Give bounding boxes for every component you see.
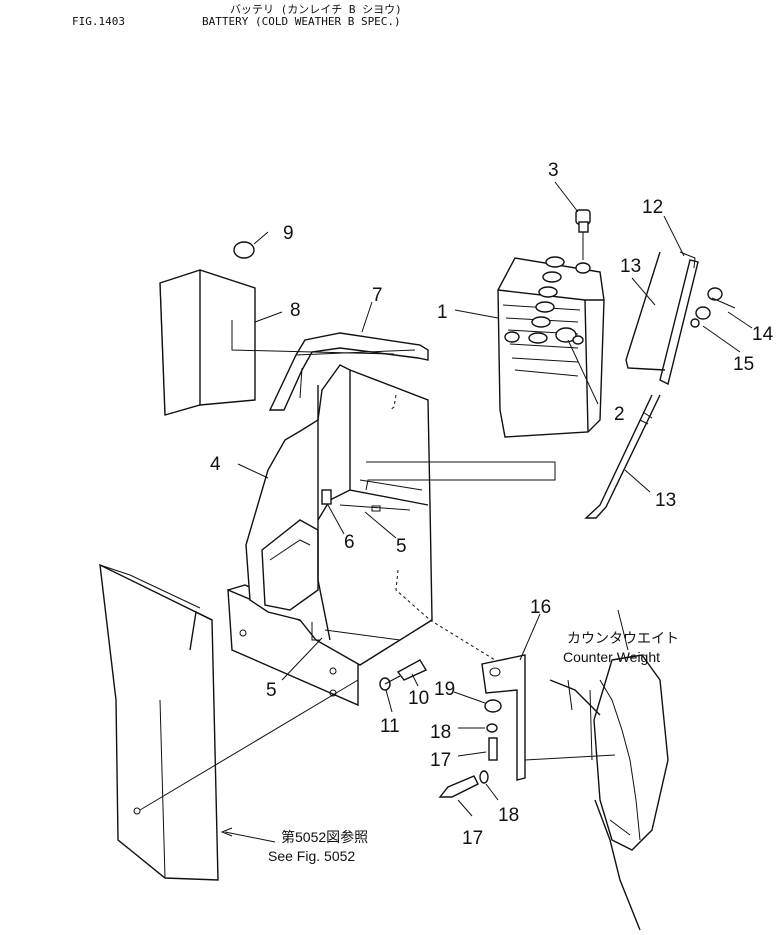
cap-part <box>233 241 255 259</box>
terminal-cap <box>575 209 591 260</box>
counterweight-label-en: Counter Weight <box>563 649 660 665</box>
terminal-clamp <box>555 327 584 345</box>
callout-5-lower: 5 <box>266 680 277 701</box>
callout-16: 16 <box>530 597 551 618</box>
callout-13-lower: 13 <box>655 490 676 511</box>
callout-8: 8 <box>290 300 301 321</box>
callout-6: 6 <box>344 532 355 553</box>
bolt-washer-set <box>379 659 502 798</box>
counterweight-block <box>99 563 219 881</box>
see-fig-label-en: See Fig. 5052 <box>268 848 355 864</box>
callout-4: 4 <box>210 454 221 475</box>
callout-15: 15 <box>733 354 754 375</box>
callout-1: 1 <box>437 302 448 323</box>
title-english: BATTERY (COLD WEATHER B SPEC.) <box>202 15 401 28</box>
callout-2: 2 <box>614 404 625 425</box>
callout-17-upper: 17 <box>430 750 451 771</box>
callout-17-lower: 17 <box>462 828 483 849</box>
title-japanese: バッテリ (カンレイチ B シヨウ) <box>230 3 402 16</box>
callout-18-lower: 18 <box>498 805 519 826</box>
washer <box>690 318 700 328</box>
callout-13-upper: 13 <box>620 256 641 277</box>
callout-7: 7 <box>372 285 383 306</box>
callout-11: 11 <box>380 716 400 737</box>
hook-rod <box>584 394 661 519</box>
see-fig-label-jp: 第5052図参照 <box>281 829 368 845</box>
nut-pair <box>695 287 723 320</box>
callout-12: 12 <box>642 197 663 218</box>
callout-3: 3 <box>548 160 559 181</box>
callout-14: 14 <box>752 324 774 345</box>
leader-lines <box>139 181 753 843</box>
counterweight-outline <box>549 654 669 931</box>
callout-18-upper: 18 <box>430 722 451 743</box>
callout-5-upper: 5 <box>396 536 407 557</box>
battery <box>497 256 605 438</box>
battery-box <box>245 364 433 666</box>
callout-10: 10 <box>408 688 429 709</box>
callout-9: 9 <box>283 223 294 244</box>
counterweight-label-jp: カウンタウエイト <box>567 630 679 646</box>
mounting-bracket <box>481 654 616 781</box>
figure-number: FIG.1403 <box>72 15 125 28</box>
callout-19: 19 <box>434 679 455 700</box>
hold-down-bolt-rod <box>625 251 699 386</box>
bracket-plate <box>159 269 256 416</box>
